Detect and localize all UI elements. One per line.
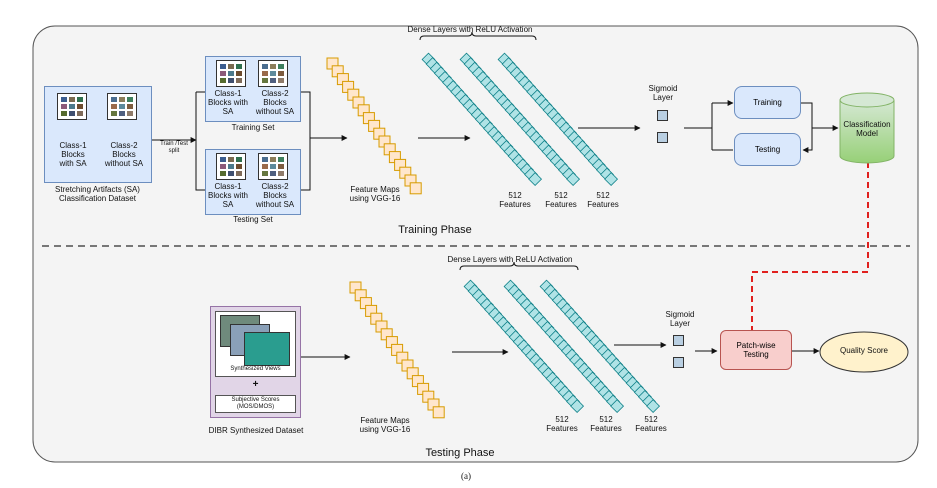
dense-brace-test xyxy=(459,261,579,271)
testing-class2-thumbnails xyxy=(258,153,288,180)
loop-arrow xyxy=(801,102,813,153)
dense-brace-train xyxy=(419,31,537,41)
train-dense-1-26 xyxy=(528,172,543,187)
training-class1-thumbnails xyxy=(216,60,246,87)
model-link-dashed xyxy=(751,162,869,330)
sets-bracket xyxy=(301,91,311,191)
test-feature-map-16 xyxy=(432,406,445,419)
synthesized-views-label: Synthesized Views xyxy=(230,366,281,372)
test-sigmoid-label: Sigmoid Layer xyxy=(665,310,695,328)
dibr-dataset-caption: DIBR Synthesized Dataset xyxy=(208,426,304,435)
train-dense-2-26 xyxy=(566,172,581,187)
testing-class1-thumbnails xyxy=(216,153,246,180)
split-bracket xyxy=(195,92,205,191)
dataset-class1-label: Class-1 Blocks with SA xyxy=(59,141,87,168)
training-box: Training xyxy=(734,86,801,119)
test-dense-2-26 xyxy=(610,399,625,414)
subjective-scores-box xyxy=(215,395,296,413)
train-feature-maps-label: Feature Maps using VGG-16 xyxy=(349,185,401,203)
training-phase-label: Training Phase xyxy=(398,224,472,236)
test-features-1: 512 Features xyxy=(546,415,578,433)
testing-box: Testing xyxy=(734,133,801,166)
plus-sign: + xyxy=(252,379,259,390)
train-sigmoid-node-2 xyxy=(657,132,668,143)
test-sigmoid-node-1 xyxy=(673,335,684,346)
quality-score-ellipse xyxy=(819,331,909,373)
test-dense-3-26 xyxy=(646,399,661,414)
split-label: Train /Test split xyxy=(160,141,188,154)
test-dense-title: Dense Layers with ReLU Activation xyxy=(447,255,573,264)
subjective-scores-label: Subjective Scores (MOS/DMOS) xyxy=(231,397,280,410)
testing-class2-label: Class-2 Blocks without SA xyxy=(255,182,295,209)
test-sigmoid-node-2 xyxy=(673,357,684,368)
testing-set-title: Testing Set xyxy=(233,215,273,224)
training-set-title: Training Set xyxy=(231,123,275,132)
test-features-3: 512 Features xyxy=(635,415,667,433)
class2-thumbnails xyxy=(107,93,137,120)
training-class2-thumbnails xyxy=(258,60,288,87)
patch-wise-testing-box: Patch-wise Testing xyxy=(720,330,792,370)
train-sigmoid-node-1 xyxy=(657,110,668,121)
train-dense-title: Dense Layers with ReLU Activation xyxy=(407,25,533,34)
train-features-3: 512 Features xyxy=(587,191,619,209)
dataset-class2-label: Class-2 Blocks without SA xyxy=(104,141,144,168)
training-class1-label: Class-1 Blocks with SA xyxy=(207,89,248,116)
classification-model-label: Classification Model xyxy=(843,120,891,138)
training-class2-label: Class-2 Blocks without SA xyxy=(255,89,295,116)
test-dense-1-26 xyxy=(570,399,585,414)
testing-class1-label: Class-1 Blocks with SA xyxy=(207,182,248,209)
class1-thumbnails xyxy=(57,93,87,120)
test-feature-maps-label: Feature Maps using VGG-16 xyxy=(359,416,411,434)
patch-wise-testing-label: Patch-wise Testing xyxy=(736,340,776,359)
synthesized-views-images xyxy=(215,311,296,377)
testing-phase-label: Testing Phase xyxy=(425,447,495,459)
train-features-2: 512 Features xyxy=(545,191,577,209)
train-sigmoid-label: Sigmoid Layer xyxy=(648,84,678,102)
train-features-1: 512 Features xyxy=(499,191,531,209)
classification-model-cylinder xyxy=(839,92,895,164)
sa-dataset-caption: Stretching Artifacts (SA) Classification… xyxy=(55,185,140,203)
test-features-2: 512 Features xyxy=(590,415,622,433)
quality-score-label: Quality Score xyxy=(839,346,889,355)
train-dense-3-26 xyxy=(604,172,619,187)
train-feature-map-16 xyxy=(409,182,422,195)
figure-caption: (a) xyxy=(461,471,471,481)
